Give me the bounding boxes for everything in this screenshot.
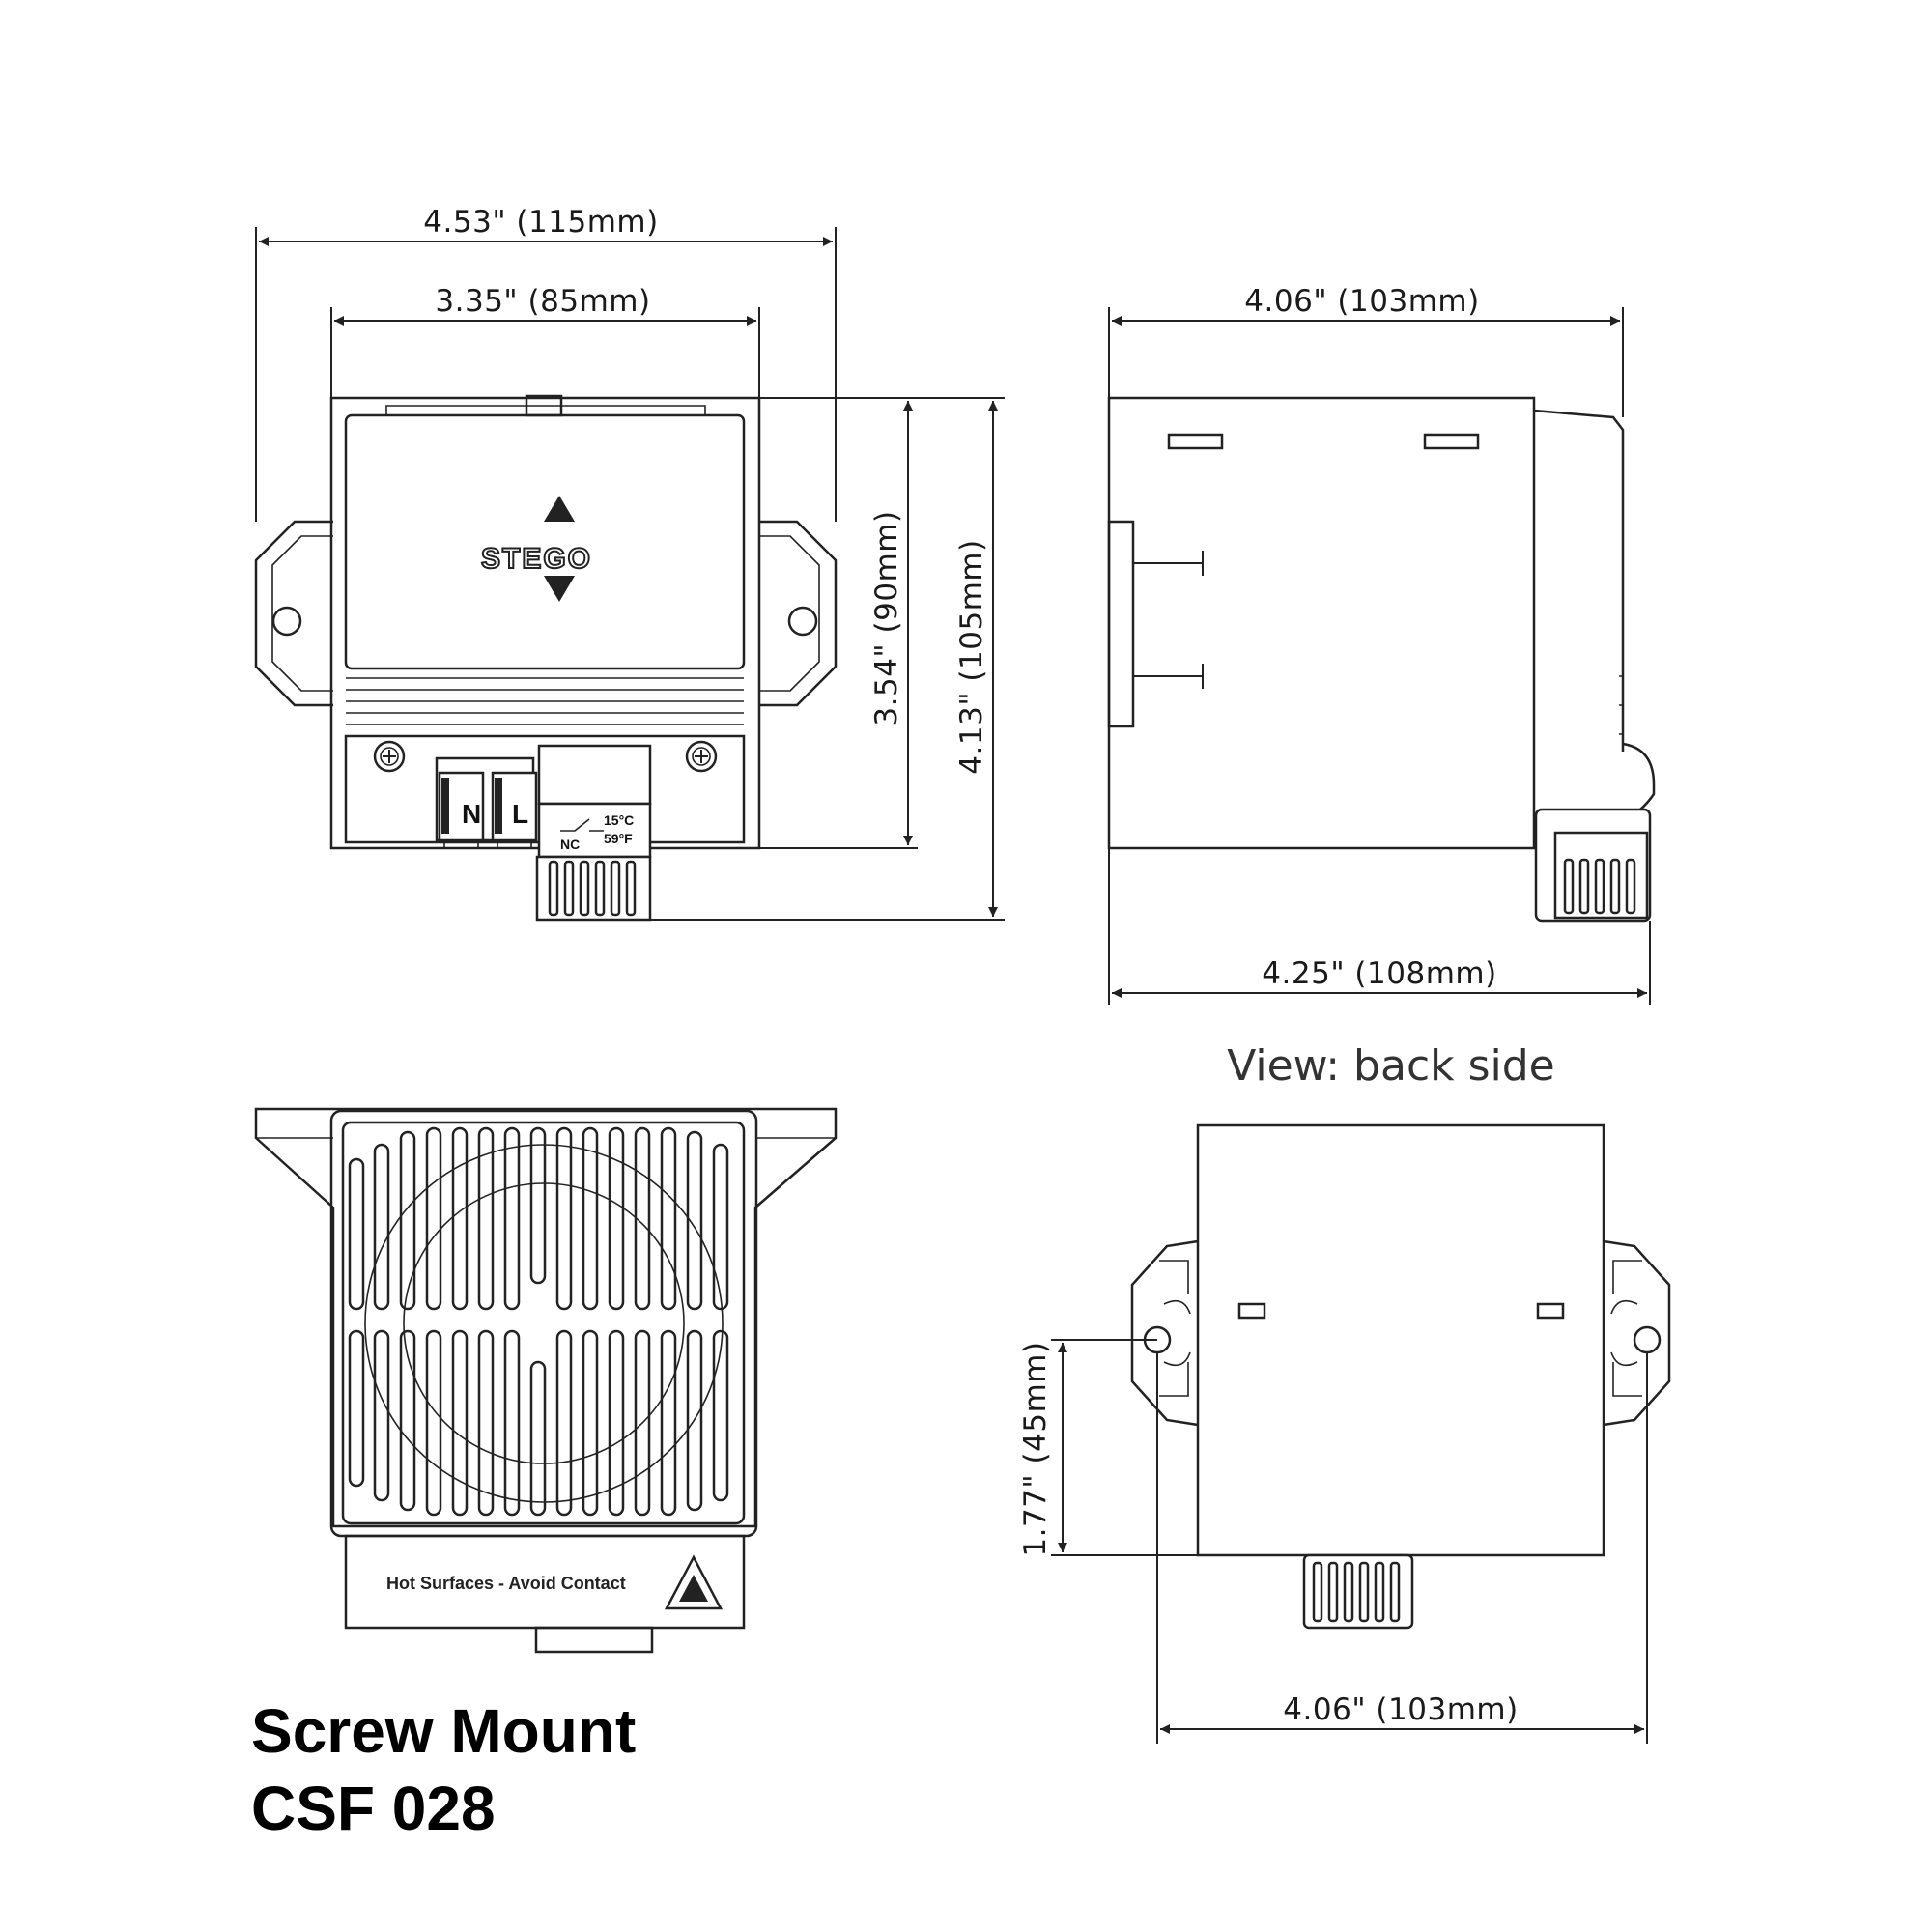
back-view-label: View: back side — [1227, 1041, 1555, 1091]
thermostat-celsius-label: 15°C — [604, 812, 634, 828]
terminal-l-label: L — [512, 799, 528, 829]
title-line-1: Screw Mount — [251, 1696, 637, 1766]
warning-label: Hot Surfaces - Avoid Contact — [386, 1574, 626, 1593]
title-line-2: CSF 028 — [251, 1774, 496, 1843]
screw-icon — [685, 740, 718, 773]
stego-logo-icon: STEGO — [480, 496, 592, 602]
warning-triangle-icon — [664, 1554, 724, 1610]
stego-logo-text: STEGO — [481, 543, 592, 575]
screw-icon — [373, 740, 406, 773]
grille-view: Hot Surfaces - Avoid Contact — [254, 1107, 838, 1654]
back-view: View: back side 1.77" (45mm) 4.06" (103m… — [1018, 1041, 1671, 1744]
body-width-label: 3.35" (85mm) — [435, 284, 650, 319]
side-view: 4.06" (103mm) 4.25" (108mm) — [1107, 284, 1656, 1005]
mount-spacing-label: 1.77" (45mm) — [1018, 1341, 1053, 1556]
grille-slots-top — [348, 1126, 729, 1311]
side-bottom-width-label: 4.25" (108mm) — [1262, 956, 1496, 991]
title-block: Screw Mount CSF 028 — [251, 1692, 636, 1847]
hole-distance-label: 4.06" (103mm) — [1283, 1692, 1518, 1727]
overall-height-label: 4.13" (105mm) — [954, 539, 989, 774]
terminal-n-label: N — [462, 799, 481, 829]
thermostat-fahrenheit-label: 59°F — [604, 831, 633, 846]
front-view: N L 15°C 59°F NC STEGO — [254, 205, 1005, 922]
grille-slots-bottom — [348, 1329, 729, 1517]
body-height-label: 3.54" (90mm) — [869, 510, 904, 725]
side-top-width-label: 4.06" (103mm) — [1244, 284, 1479, 319]
overall-width-label: 4.53" (115mm) — [423, 205, 658, 240]
thermostat-nc-label: NC — [560, 837, 580, 852]
